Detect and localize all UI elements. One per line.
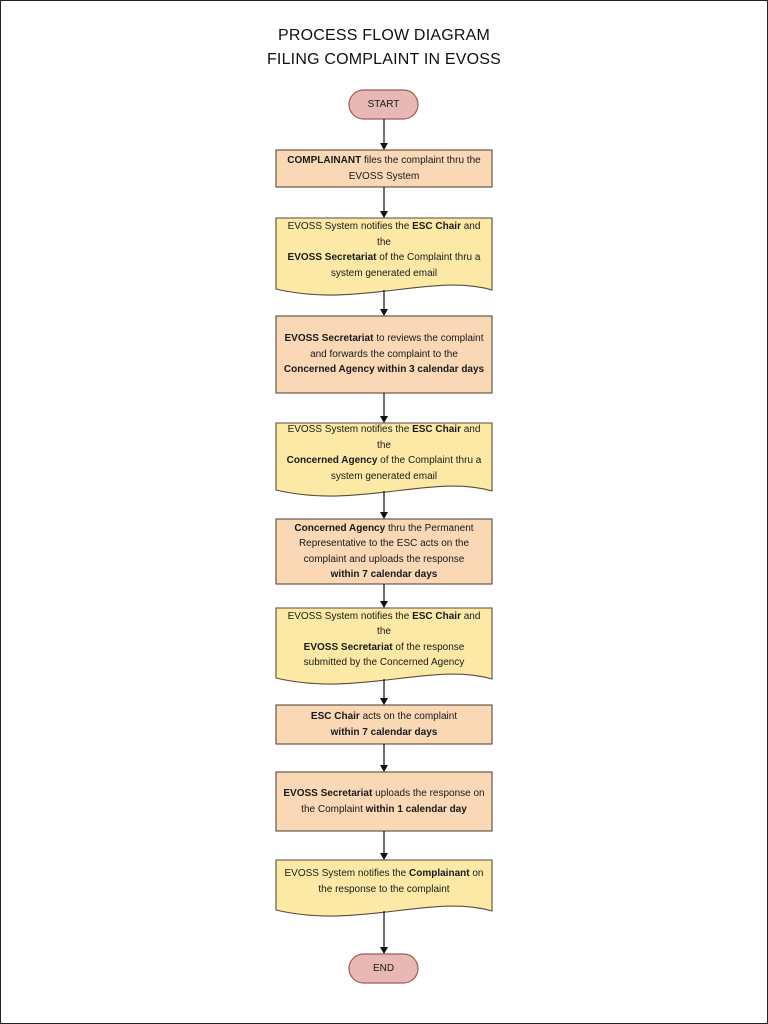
step-5-line: complaint and uploads the response: [294, 552, 473, 568]
step-text-segment: of the Complaint thru a: [377, 455, 482, 466]
step-4-document-shape: [275, 422, 493, 497]
step-text-segment: Representative to the ESC acts on the: [298, 538, 470, 549]
step-text-segment: acts on the complaint: [359, 711, 458, 722]
start-terminal-label: START: [367, 98, 400, 110]
step-2-line: EVOSS System notifies the ESC Chair and …: [280, 219, 488, 250]
step-4-text: EVOSS System notifies the ESC Chair and …: [276, 423, 492, 483]
step-1-text: COMPLAINANT files the complaint thru the…: [276, 150, 492, 187]
step-text-segment: Concerned Agency: [294, 522, 386, 534]
step-text-segment: within 1 calendar day: [365, 803, 467, 815]
step-3-line: EVOSS Secretariat to reviews the complai…: [284, 331, 484, 347]
step-9-text: EVOSS System notifies the Complainant on…: [276, 860, 492, 903]
step-text-segment: EVOSS Secretariat: [303, 641, 393, 653]
step-text-segment: ESC Chair: [412, 221, 461, 232]
step-text-segment: and the: [377, 221, 481, 248]
step-7-line: ESC Chair acts on the complaint: [311, 709, 457, 725]
step-5-line: Concerned Agency thru the Permanent: [294, 521, 473, 537]
step-text-segment: the response to the complaint: [318, 883, 450, 895]
step-4-line: system generated email: [280, 469, 488, 485]
step-8-line: EVOSS Secretariat uploads the response o…: [283, 786, 484, 802]
step-text-segment: EVOSS Secretariat: [283, 788, 373, 799]
step-2-line: system generated email: [280, 266, 488, 282]
step-text-segment: complaint and uploads the response: [303, 553, 465, 565]
step-text-segment: files the complaint thru the: [361, 155, 481, 166]
step-4-line: Concerned Agency of the Complaint thru a: [280, 453, 488, 469]
step-text-segment: uploads the response on: [372, 788, 485, 799]
step-text-segment: within 7 calendar days: [330, 726, 438, 738]
step-5-line: within 7 calendar days: [294, 567, 473, 583]
step-text-segment: system generated email: [330, 267, 438, 279]
step-8-text: EVOSS Secretariat uploads the response o…: [276, 772, 492, 831]
step-2-line: EVOSS Secretariat of the Complaint thru …: [280, 250, 488, 266]
step-4-line: EVOSS System notifies the ESC Chair and …: [280, 422, 488, 453]
step-text-segment: of the Complaint thru a: [376, 252, 481, 263]
end-terminal-shape: [348, 953, 419, 984]
step-text-segment: and the: [377, 424, 481, 451]
step-text-segment: EVOSS System: [348, 170, 420, 182]
step-text-segment: Concerned Agency within 3 calendar days: [283, 364, 485, 376]
step-text-segment: on: [469, 868, 484, 879]
step-6-text: EVOSS System notifies the ESC Chair and …: [276, 608, 492, 671]
step-text-segment: thru the Permanent: [385, 522, 474, 534]
step-text-segment: ESC Chair: [412, 610, 461, 622]
step-text-segment: EVOSS Secretariat: [287, 252, 377, 263]
step-text-segment: EVOSS System notifies the: [284, 868, 410, 879]
step-7-process-shape: [275, 704, 493, 745]
step-3-text: EVOSS Secretariat to reviews the complai…: [276, 316, 492, 393]
step-6-document-shape: [275, 607, 493, 685]
diagram-title-line2: FILING COMPLAINT IN EVOSS: [266, 51, 502, 68]
step-6-line: EVOSS System notifies the ESC Chair and …: [280, 609, 488, 640]
diagram-title-line1: PROCESS FLOW DIAGRAM: [277, 27, 491, 44]
step-text-segment: EVOSS System notifies the: [287, 221, 413, 232]
step-6-line: submitted by the Concerned Agency: [280, 655, 488, 671]
step-9-line: EVOSS System notifies the Complainant on: [285, 866, 484, 882]
step-8-line: the Complaint within 1 calendar day: [283, 802, 484, 818]
step-2-document-shape: [275, 217, 493, 296]
step-text-segment: within 7 calendar days: [330, 569, 438, 580]
step-1-line: COMPLAINANT files the complaint thru the: [287, 153, 480, 169]
step-text-segment: Complainant: [409, 868, 470, 879]
step-5-line: Representative to the ESC acts on the: [294, 536, 473, 552]
step-text-segment: of the response: [392, 641, 465, 653]
step-text-segment: EVOSS System notifies the: [287, 424, 413, 435]
step-text-segment: the Complaint: [301, 803, 366, 815]
step-7-line: within 7 calendar days: [311, 725, 457, 741]
step-text-segment: ESC Chair: [412, 424, 461, 435]
step-text-segment: Concerned Agency: [286, 455, 378, 466]
step-text-segment: ESC Chair: [310, 711, 360, 722]
step-3-line: and forwards the complaint to the: [284, 347, 484, 363]
step-text-segment: system generated email: [330, 470, 438, 482]
step-3-line: Concerned Agency within 3 calendar days: [284, 362, 484, 378]
step-1-process-shape: [275, 149, 493, 188]
step-6-line: EVOSS Secretariat of the response: [280, 640, 488, 656]
step-text-segment: and forwards the complaint to the: [310, 348, 458, 360]
end-terminal-label: END: [372, 962, 395, 974]
step-9-document-shape: [275, 859, 493, 917]
step-text-segment: submitted by the Concerned Agency: [303, 657, 465, 668]
step-text-segment: to reviews the complaint: [373, 333, 484, 345]
step-text-segment: EVOSS System notifies the: [287, 610, 413, 622]
step-text-segment: COMPLAINANT: [287, 155, 362, 166]
step-text-segment: and the: [377, 610, 481, 638]
step-1-line: EVOSS System: [287, 169, 480, 185]
step-2-text: EVOSS System notifies the ESC Chair and …: [276, 218, 492, 282]
step-text-segment: EVOSS Secretariat: [284, 333, 374, 345]
step-8-process-shape: [275, 771, 493, 832]
step-9-line: the response to the complaint: [285, 882, 484, 898]
